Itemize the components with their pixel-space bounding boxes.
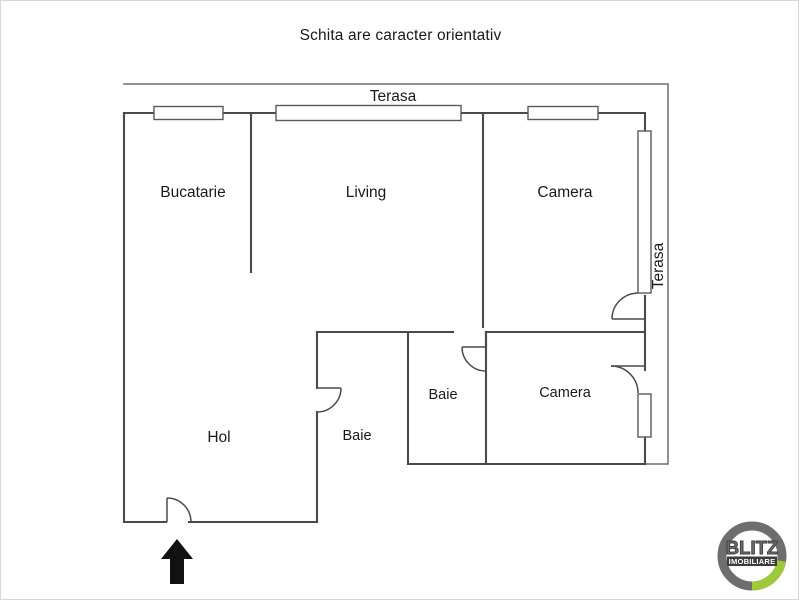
window-right-lower: [637, 393, 652, 438]
room-label-terasa-top: Terasa: [370, 88, 417, 105]
window-right-tall: [637, 130, 652, 294]
room-label-baie-2: Baie: [428, 387, 457, 403]
logo-subtitle-text: IMOBILIARE: [729, 557, 776, 566]
window-top-center: [275, 104, 462, 122]
terrace-outline: [123, 83, 669, 465]
room-label-camera-2: Camera: [539, 385, 592, 401]
entrance-arrow: [161, 539, 193, 584]
window-top-right: [527, 105, 599, 121]
terrace-door-upper: [611, 292, 645, 320]
room-label-bucatarie: Bucatarie: [160, 184, 225, 201]
page-title: Schita are caracter orientativ: [299, 27, 502, 44]
entry-door: [166, 497, 192, 523]
terrace-door-lower: [610, 365, 645, 394]
baie1-door: [316, 387, 342, 413]
brand-logo: BLITZ IMOBILIARE: [713, 519, 791, 593]
baie2-door: [461, 346, 487, 372]
logo-brand-text: BLITZ: [726, 537, 778, 558]
room-label-camera-1: Camera: [537, 184, 593, 201]
room-label-living: Living: [346, 184, 387, 201]
room-label-terasa-right: Terasa: [650, 242, 667, 289]
room-label-baie-1: Baie: [342, 428, 371, 444]
window-top-left: [153, 105, 224, 121]
room-label-hol: Hol: [207, 429, 230, 446]
